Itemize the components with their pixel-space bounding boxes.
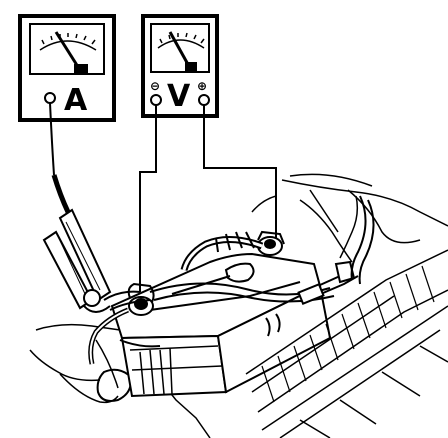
voltmeter-negative-label: ⊖ bbox=[150, 79, 160, 93]
ammeter-lead bbox=[49, 102, 71, 214]
voltmeter-positive-lead bbox=[203, 105, 277, 238]
battery bbox=[110, 252, 332, 398]
voltmeter-needle-pivot bbox=[185, 62, 197, 71]
ammeter-scale-ticks bbox=[41, 33, 96, 45]
battery-side bbox=[216, 284, 332, 394]
battery-cables bbox=[88, 195, 375, 365]
clamp-jaw-upper bbox=[58, 208, 112, 302]
ammeter-needle bbox=[54, 31, 82, 71]
ammeter-terminal bbox=[44, 92, 56, 104]
voltmeter-leads bbox=[139, 105, 277, 292]
voltmeter-negative-terminal bbox=[150, 94, 162, 106]
voltmeter-negative-lead bbox=[139, 105, 157, 292]
ammeter-scale-arc bbox=[39, 40, 97, 51]
ammeter-needle-pivot bbox=[74, 64, 88, 74]
ammeter: A bbox=[18, 14, 116, 122]
radiator-grille bbox=[245, 249, 448, 438]
inductive-clamp bbox=[42, 208, 112, 313]
voltmeter-symbol: V bbox=[167, 79, 191, 114]
voltmeter-positive-terminal bbox=[198, 94, 210, 106]
voltmeter-positive-label: ⊕ bbox=[197, 79, 207, 93]
voltmeter: ⊖ ⊕ V bbox=[141, 14, 219, 118]
ammeter-symbol: A bbox=[64, 83, 88, 118]
voltmeter-scale-ticks bbox=[159, 32, 205, 44]
voltmeter-scale-arc bbox=[157, 39, 205, 49]
clamp-pivot bbox=[83, 289, 101, 307]
fender-outline bbox=[281, 179, 448, 227]
